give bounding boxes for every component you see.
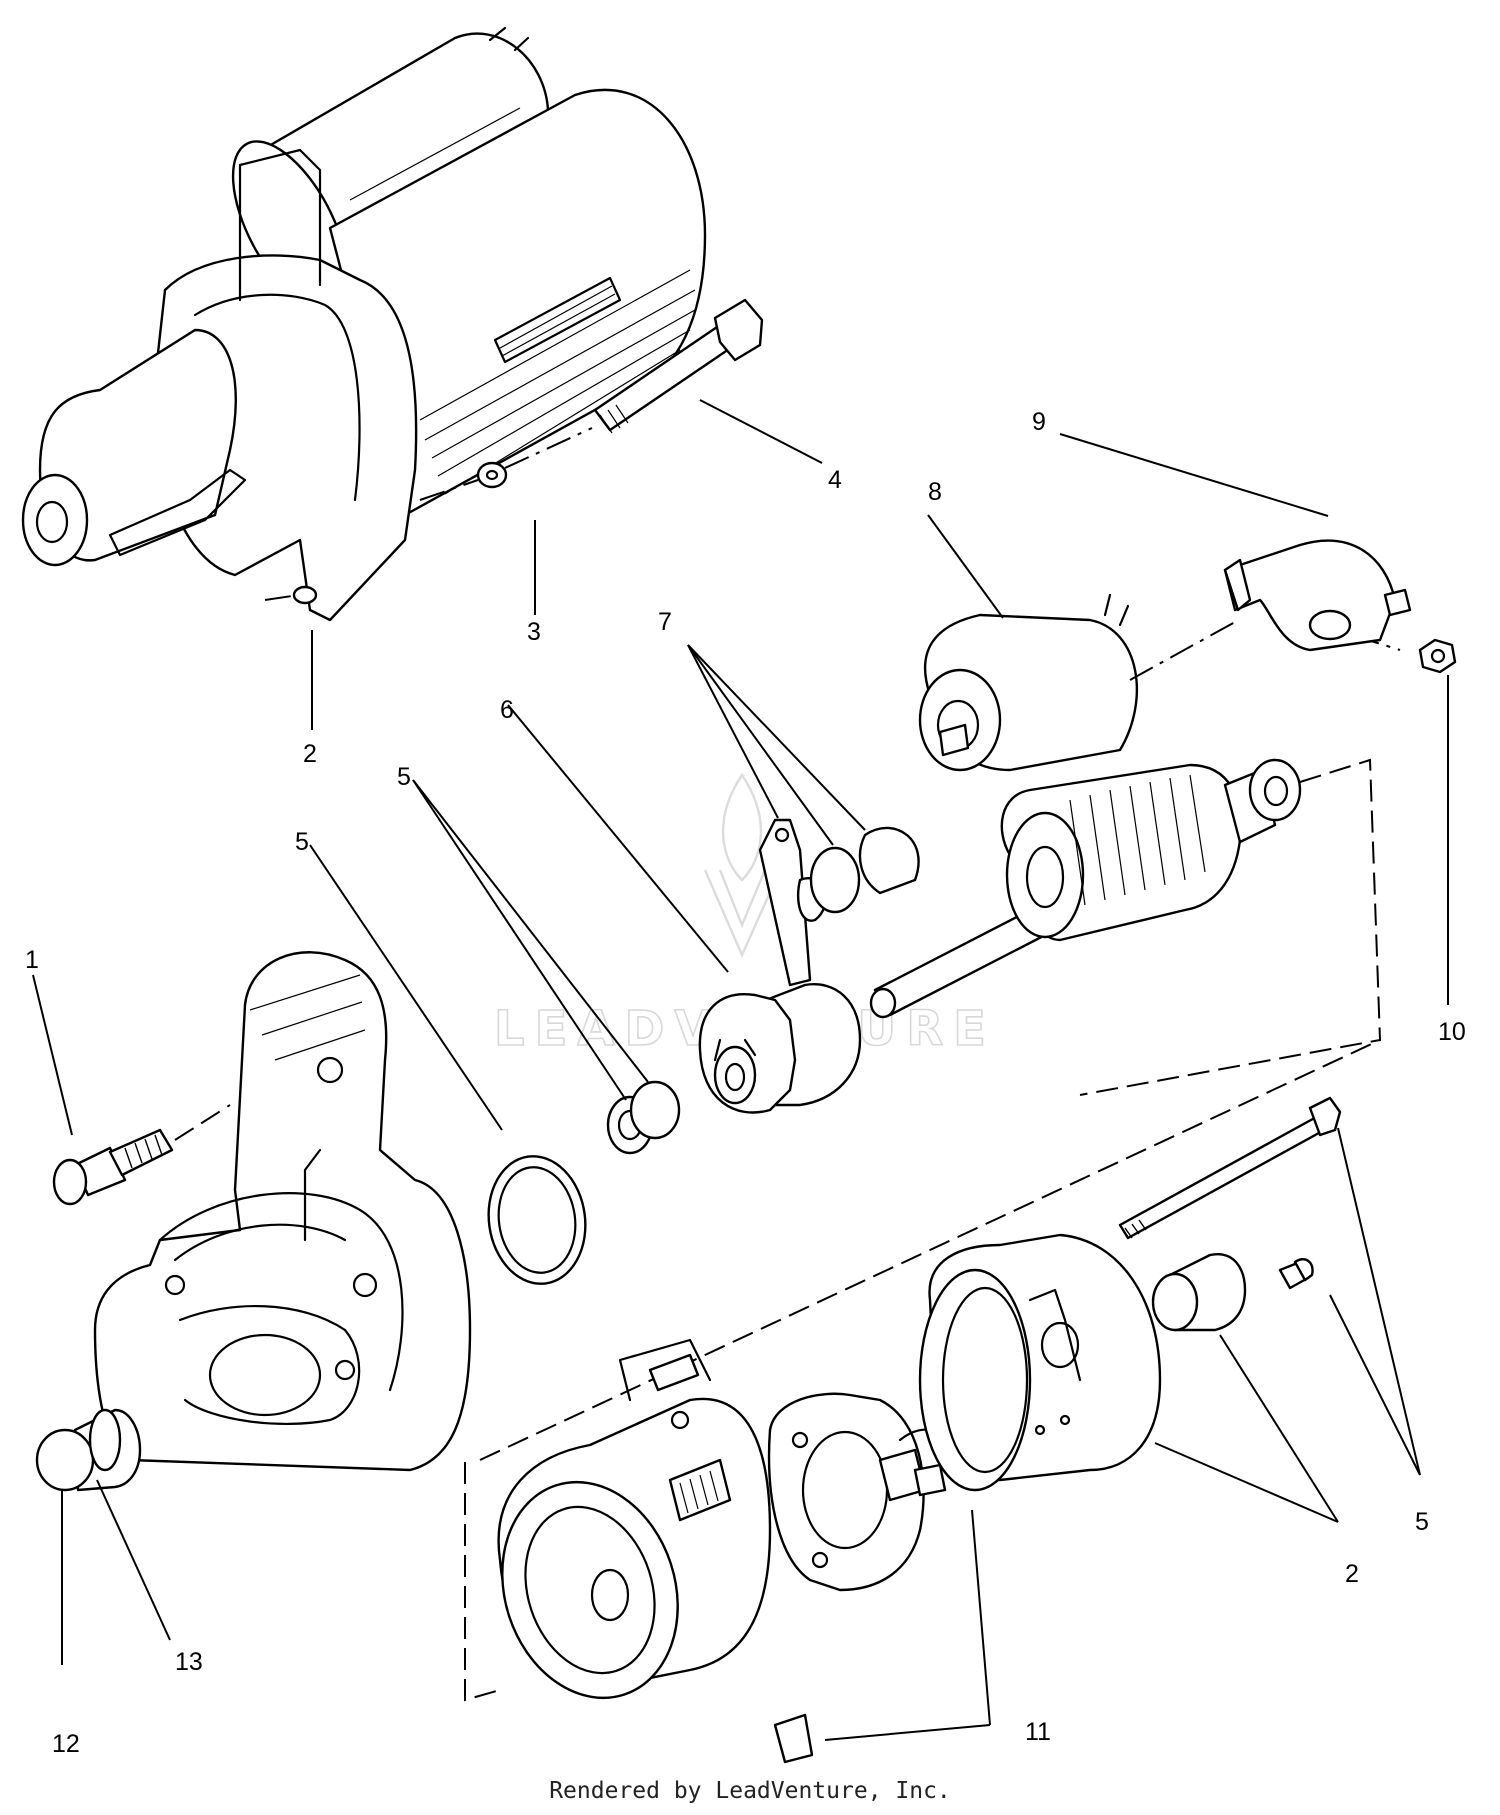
callout-1: 1 xyxy=(25,946,39,974)
brush-holder-part-11 xyxy=(767,1392,982,1592)
cap-part-7 xyxy=(858,826,920,895)
callout-5-right: 5 xyxy=(1415,1508,1429,1536)
callout-5-left: 5 xyxy=(295,828,309,856)
washer-part-3 xyxy=(476,461,508,489)
screw-part-1 xyxy=(52,1128,174,1206)
armature xyxy=(869,758,1302,1019)
callout-8: 8 xyxy=(928,478,942,506)
nut-part-10 xyxy=(1418,638,1457,674)
callout-9: 9 xyxy=(1032,408,1046,436)
callout-5-center: 5 xyxy=(397,763,411,791)
callout-2-bottom: 2 xyxy=(1345,1560,1359,1588)
assembled-starter-motor xyxy=(21,26,707,622)
collar-part-5 xyxy=(606,1080,681,1155)
callout-3: 3 xyxy=(527,618,541,646)
footer-credit: Rendered by LeadVenture, Inc. xyxy=(549,1778,951,1804)
ring-part-7 xyxy=(809,846,861,914)
callout-4: 4 xyxy=(828,466,842,494)
cover-part-9 xyxy=(1223,539,1412,652)
drive-lever-part-7 xyxy=(758,818,827,987)
leader-lines xyxy=(32,399,1449,1741)
screw-part-5 xyxy=(1278,1258,1314,1290)
callout-7: 7 xyxy=(658,608,672,636)
callout-2-top: 2 xyxy=(303,740,317,768)
brush-part-11 xyxy=(773,1713,814,1764)
bushing-part-2 xyxy=(1151,1253,1247,1332)
callout-labels: 1 2 3 4 8 9 7 6 5 5 10 5 2 13 12 11 xyxy=(25,408,1466,1758)
retainer-ring-part-5 xyxy=(487,1155,587,1285)
through-bolt-part-5 xyxy=(1118,1096,1342,1240)
solenoid-part-8 xyxy=(918,593,1139,772)
callout-11: 11 xyxy=(1025,1718,1051,1746)
callout-13: 13 xyxy=(175,1648,203,1676)
end-frame-part-2 xyxy=(918,1233,1162,1492)
through-bolt-part-4 xyxy=(593,298,764,434)
clutch-drive-part-6 xyxy=(698,983,862,1114)
callout-6: 6 xyxy=(500,696,514,724)
callout-10: 10 xyxy=(1438,1018,1466,1046)
watermark-logo-icon xyxy=(703,772,782,958)
yoke-field-frame xyxy=(497,1338,772,1700)
drive-end-housing xyxy=(35,951,472,1492)
callout-12: 12 xyxy=(52,1730,80,1758)
